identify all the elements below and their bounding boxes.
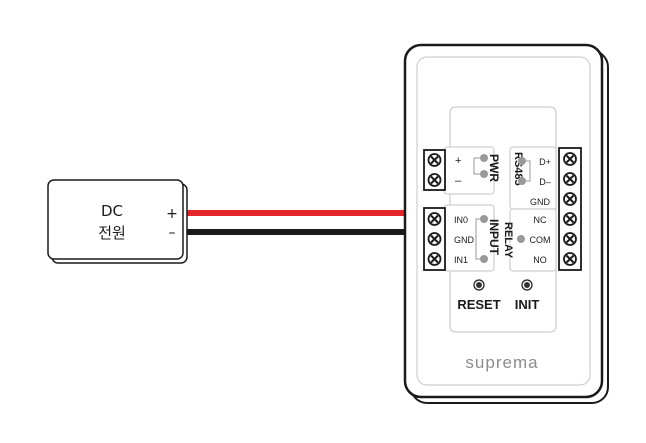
relay-pin-com: COM (530, 235, 551, 245)
screw-nc (563, 212, 577, 226)
pwr-pin-dots (473, 154, 488, 178)
screw-no (563, 252, 577, 266)
input-pin-in1: IN1 (454, 255, 468, 265)
relay-pin-nc: NC (534, 215, 547, 225)
reset-label: RESET (457, 297, 500, 312)
screw-in1 (427, 252, 442, 266)
init-label: INIT (515, 297, 540, 312)
screw-pwr-plus (427, 153, 442, 167)
pwr-minus-label: – (455, 175, 462, 187)
input-pin-gnd: GND (454, 235, 475, 245)
pwr-plus-label: + (455, 155, 461, 167)
dc-power-supply: DC 전원 + – (47, 179, 188, 264)
power-supply-label-dc: DC (101, 202, 123, 220)
screw-com (563, 232, 577, 246)
relay-title: RELAY (502, 222, 514, 259)
relay-pin-no: NO (533, 255, 547, 265)
power-supply-minus: – (169, 225, 176, 241)
right-terminal-block (558, 147, 582, 271)
init-button[interactable] (521, 279, 533, 291)
input-title: INPUT (487, 219, 501, 256)
rs485-pin-gnd: GND (530, 197, 551, 207)
negative-wire (185, 229, 407, 235)
screw-d-minus (563, 172, 577, 186)
power-supply-plus: + (166, 206, 178, 222)
screw-d-plus (563, 152, 577, 166)
screw-in0 (427, 212, 442, 226)
power-supply-label-power: 전원 (98, 224, 126, 242)
screw-gnd-rs485 (563, 192, 577, 206)
rs485-pin-d-minus: D– (539, 177, 551, 187)
rs485-pin-d-plus: D+ (539, 157, 551, 167)
input-pin-in0: IN0 (454, 215, 468, 225)
screw-gnd-input (427, 232, 442, 246)
relay-pin-dot (517, 235, 525, 243)
pwr-title: PWR (487, 154, 501, 182)
positive-wire (185, 210, 407, 216)
screw-pwr-minus (427, 173, 442, 187)
input-pin-dots (475, 215, 488, 263)
brand-logo-text: suprema (465, 353, 538, 372)
reset-button[interactable] (473, 279, 485, 291)
rs485-pin-dots (518, 157, 531, 185)
